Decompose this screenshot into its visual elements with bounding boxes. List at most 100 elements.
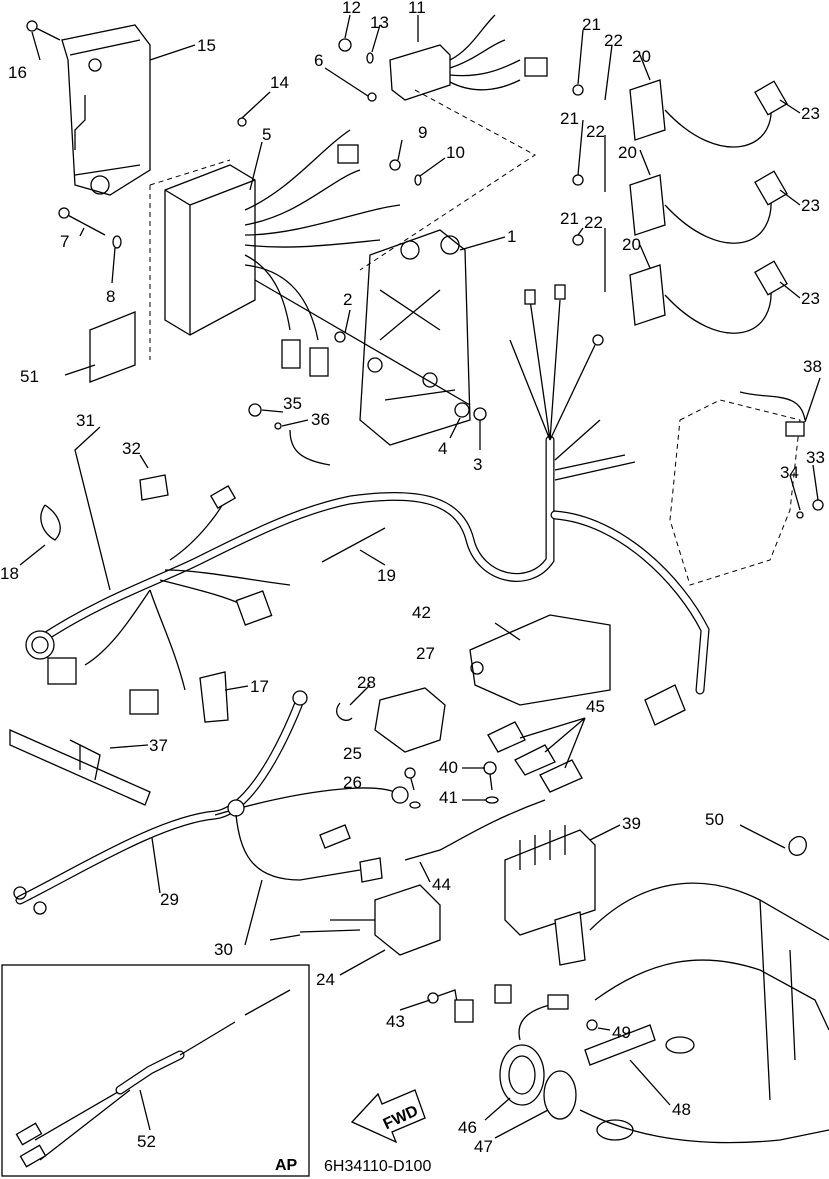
callout-31: 31 [76, 411, 95, 430]
part-18-clamp [40, 504, 61, 541]
callout-43: 43 [386, 1012, 405, 1031]
part-15-cover-bracket [61, 24, 151, 196]
part-50-clamp [788, 835, 807, 856]
callout-35: 35 [283, 394, 302, 413]
callout-51: 51 [20, 367, 39, 386]
callout-52: 52 [137, 1132, 156, 1151]
part-6-screw [367, 92, 377, 102]
dashed-reference [359, 89, 536, 271]
part-8-washer [112, 235, 122, 249]
part-31-wire-harness [25, 284, 710, 726]
part-30-cable [227, 799, 383, 883]
part-4-grommet [454, 402, 470, 418]
part-35-bolt [248, 403, 262, 417]
part-36-washer [274, 422, 282, 430]
part-24-starter-relay [269, 884, 441, 956]
engine-block-outline [669, 399, 801, 586]
part-19-tie-strap [321, 527, 386, 563]
ap-inset: AP [1, 964, 310, 1177]
callout-32: 32 [122, 439, 141, 458]
part-14-clamp [237, 117, 247, 127]
part-21-screw-c [572, 234, 584, 246]
inset-label: AP [275, 1157, 298, 1174]
callout-21c: 21 [560, 209, 579, 228]
part-17-holder [199, 671, 229, 723]
callout-9: 9 [418, 123, 427, 142]
callout-23c: 23 [801, 289, 820, 308]
callout-33: 33 [806, 448, 825, 467]
part-12-screw [338, 38, 352, 52]
part-13-washer [366, 52, 374, 64]
callout-46: 46 [458, 1118, 477, 1137]
callout-45: 45 [586, 697, 605, 716]
callout-42: 42 [412, 603, 431, 622]
callout-29: 29 [160, 890, 179, 909]
part-9-screw [389, 159, 401, 171]
part-33-bolt [812, 499, 824, 511]
part-21-screw-a [572, 84, 584, 96]
part-40-screw [483, 761, 497, 775]
part-32-connector [139, 474, 169, 501]
part-29-battery-cable [13, 690, 409, 915]
part-21-screw-b [572, 174, 584, 186]
part-47-grommet [543, 1070, 577, 1120]
callout-labels: 1 2 3 4 5 6 7 8 9 10 11 12 13 14 15 16 1… [0, 0, 825, 1156]
part-46-main-switch [499, 994, 569, 1106]
part-2-screw [334, 331, 346, 343]
callout-18: 18 [0, 564, 19, 583]
callout-24: 24 [316, 970, 335, 989]
part-11-rectifier [389, 14, 548, 101]
callout-17: 17 [250, 677, 269, 696]
part-34-washer [796, 511, 804, 519]
drawing-code: 6H34110-D100 [324, 1158, 431, 1175]
callout-21a: 21 [582, 15, 601, 34]
callout-21b: 21 [560, 109, 579, 128]
callout-36: 36 [311, 410, 330, 429]
bottom-cowling [579, 882, 829, 1144]
callout-30: 30 [214, 940, 233, 959]
callout-25: 25 [343, 744, 362, 763]
callout-12: 12 [342, 0, 361, 17]
part-43-lead [427, 992, 439, 1004]
callout-50: 50 [705, 810, 724, 829]
part-38-sensor-lead [739, 391, 806, 421]
part-37-detail [69, 739, 101, 781]
callout-4: 4 [438, 439, 447, 458]
callout-19: 19 [377, 566, 396, 585]
callout-48: 48 [672, 1100, 691, 1119]
callout-49: 49 [612, 1023, 631, 1042]
part-45-caps [487, 721, 583, 793]
callout-23b: 23 [801, 196, 820, 215]
part-3-collar [473, 407, 487, 421]
callout-22c: 22 [584, 213, 603, 232]
part-27-cover [374, 687, 446, 753]
part-5-cdi-unit [149, 129, 401, 377]
callout-1: 1 [507, 227, 516, 246]
part-51-label [89, 311, 136, 383]
callout-37: 37 [149, 736, 168, 755]
callout-34: 34 [780, 463, 799, 482]
callout-3: 3 [473, 455, 482, 474]
callout-15: 15 [197, 36, 216, 55]
callout-8: 8 [106, 287, 115, 306]
leader-line [254, 279, 471, 406]
fwd-arrow: FWD [350, 1089, 426, 1144]
callout-27: 27 [416, 644, 435, 663]
callout-22b: 22 [586, 122, 605, 141]
part-7-bolt [58, 207, 106, 236]
callout-44: 44 [432, 875, 451, 894]
callout-13: 13 [370, 13, 389, 32]
callout-23a: 23 [801, 104, 820, 123]
callout-7: 7 [60, 232, 69, 251]
callout-20c: 20 [622, 235, 641, 254]
callout-38: 38 [803, 357, 822, 376]
callout-10: 10 [446, 143, 465, 162]
ground-lead [289, 429, 331, 466]
callout-20a: 20 [632, 47, 651, 66]
callout-39: 39 [622, 814, 641, 833]
part-28-clamp [336, 702, 353, 721]
part-10-washer [414, 174, 422, 186]
callout-26: 26 [343, 773, 362, 792]
part-42-cover [469, 614, 611, 706]
